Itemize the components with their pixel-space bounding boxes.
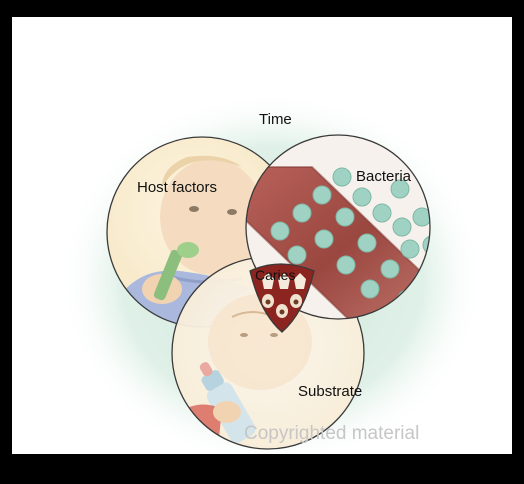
caries-label: Caries — [255, 268, 295, 282]
figure-panel: Time Host factors Bacteria Caries Substr… — [12, 17, 512, 454]
bacteria-label: Bacteria — [356, 169, 411, 184]
copyright-watermark: Copyrighted material — [244, 424, 419, 443]
substrate-label: Substrate — [298, 384, 362, 399]
time-label: Time — [259, 112, 292, 127]
host-factors-label: Host factors — [137, 180, 217, 195]
venn-diagram — [12, 17, 512, 454]
